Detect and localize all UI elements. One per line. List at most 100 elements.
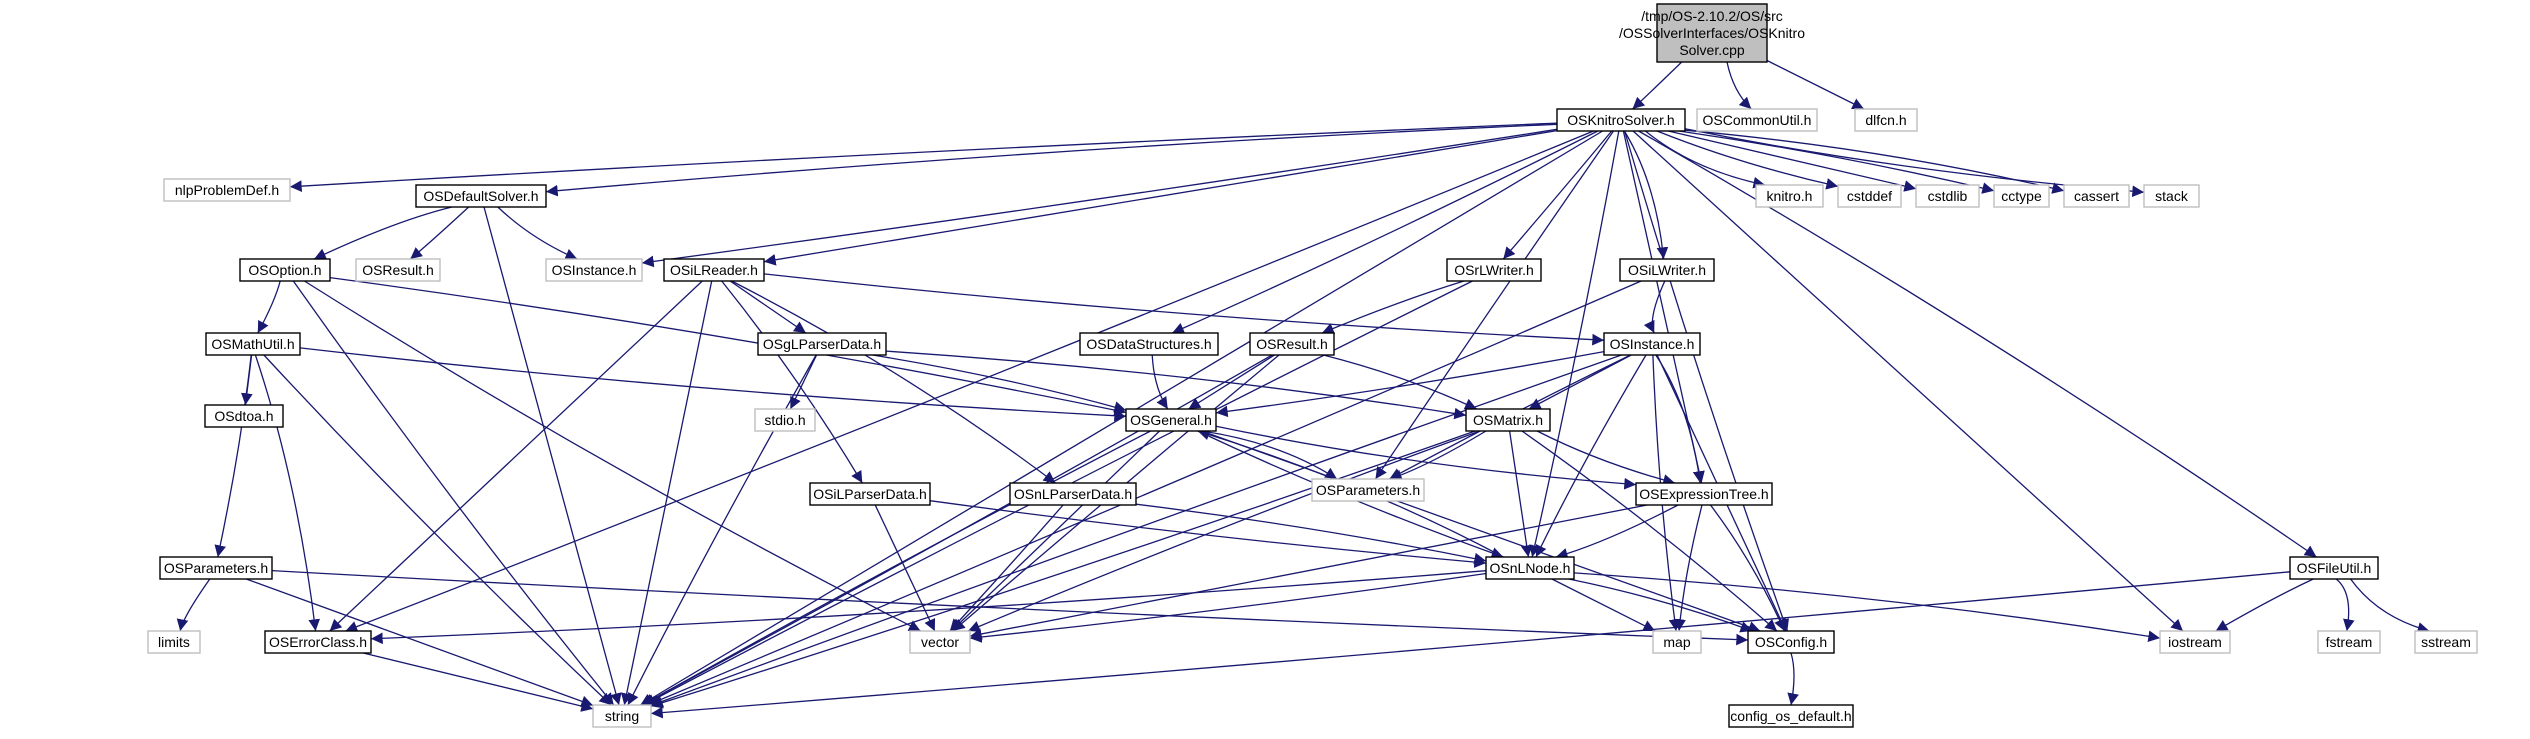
- node-box: [2143, 184, 2200, 208]
- node-iostream: iostream: [2159, 630, 2231, 654]
- node-osilwriter-h[interactable]: OSiLWriter.h: [1619, 258, 1715, 282]
- node-box: [545, 258, 643, 282]
- edge-osexpressiontree-h-to-osconfig-h: [1709, 504, 1786, 632]
- node-osinstance-h-ext: OSInstance.h: [545, 258, 643, 282]
- edge-osknitrosolver-h-to-osconfig-h: [1623, 130, 1789, 632]
- edge-line: [1668, 130, 1917, 192]
- edge-osilreader-h-to-osglparserdata-h: [729, 280, 807, 334]
- edge-osoption-h-to-osmathutil-h: [257, 280, 281, 334]
- node-osconfig-h[interactable]: OSConfig.h: [1747, 630, 1835, 654]
- node-box: [2317, 630, 2381, 654]
- edge-line: [627, 354, 817, 706]
- node-dlfcn-h: dlfcn.h: [1854, 108, 1918, 132]
- edge-line: [289, 122, 1558, 192]
- node-stdio-h: stdio.h: [754, 408, 816, 432]
- edge-line: [363, 652, 594, 712]
- node-osglparserdata-h[interactable]: OSgLParserData.h: [757, 332, 887, 356]
- node-label: sstream: [2421, 634, 2471, 650]
- edge-line: [409, 206, 470, 260]
- node-stack: stack: [2143, 184, 2200, 208]
- node-osinstance-h[interactable]: OSInstance.h: [1603, 332, 1701, 356]
- edge-line: [1643, 280, 1666, 334]
- node-osrlwriter-h[interactable]: OSrLWriter.h: [1446, 258, 1542, 282]
- node-osdefaultsolver-h[interactable]: OSDefaultSolver.h: [415, 184, 547, 208]
- edge-osglparserdata-h-to-string: [627, 354, 817, 706]
- node-osmathutil-h[interactable]: OSMathUtil.h: [205, 332, 301, 356]
- node-nlpproblemdef-h: nlpProblemDef.h: [163, 178, 291, 202]
- node-label: /OSSolverInterfaces/OSKnitro: [1619, 25, 1805, 41]
- edge-line: [1151, 354, 1169, 410]
- edge-osilparserdata-h-to-vector: [874, 504, 936, 632]
- node-osexpressiontree-h[interactable]: OSExpressionTree.h: [1635, 482, 1773, 506]
- node-osparameters-h-ext: OSParameters.h: [1311, 478, 1425, 502]
- edge-osdefaultsolver-h-to-osinstance-h-ext: [497, 206, 578, 260]
- node-label: OSInstance.h: [552, 262, 637, 278]
- node-osgeneral-h[interactable]: OSGeneral.h: [1125, 408, 1217, 432]
- node-osnlparserdata-h[interactable]: OSnLParserData.h: [1009, 482, 1137, 506]
- edge-osknitrosolver-h-to-cctype: [1678, 130, 1995, 194]
- node-box: [159, 556, 273, 580]
- node-osilreader-h[interactable]: OSiLReader.h: [663, 258, 765, 282]
- node-label: OSErrorClass.h: [269, 634, 367, 650]
- node-oserrorclass-h[interactable]: OSErrorClass.h: [264, 630, 372, 654]
- node-box: [1556, 108, 1686, 132]
- node-box: [1755, 184, 1824, 208]
- node-root[interactable]: /tmp/OS-2.10.2/OS/src/OSSolverInterfaces…: [1619, 3, 1805, 63]
- node-cctype: cctype: [1993, 184, 2050, 208]
- node-config-os-default-h[interactable]: config_os_default.h: [1728, 704, 1854, 728]
- edge-osglparserdata-h-to-osgeneral-h: [872, 354, 1127, 413]
- edge-line: [1674, 504, 1703, 632]
- node-label: iostream: [2168, 634, 2222, 650]
- edge-line: [641, 128, 1558, 268]
- edge-line: [1644, 130, 1766, 189]
- edge-osknitrosolver-h-to-nlpproblemdef-h: [289, 122, 1558, 192]
- node-osilparserdata-h[interactable]: OSiLParserData.h: [809, 482, 931, 506]
- edge-line: [1536, 430, 1676, 486]
- node-label: OSMathUtil.h: [211, 336, 294, 352]
- node-osknitrosolver-h[interactable]: OSKnitroSolver.h: [1556, 108, 1686, 132]
- node-label: OSgLParserData.h: [763, 336, 881, 352]
- edge-osilparserdata-h-to-osnlnode-h: [929, 500, 1487, 568]
- edge-osmathutil-h-to-osparameters-h: [214, 354, 252, 558]
- edge-line: [763, 129, 1558, 266]
- node-box: [1009, 482, 1137, 506]
- edge-line: [1171, 130, 1599, 334]
- node-box: [757, 332, 887, 356]
- node-osparameters-h[interactable]: OSParameters.h: [159, 556, 273, 580]
- edge-osnlnode-h-to-vector: [969, 572, 1487, 643]
- edge-osdefaultsolver-h-to-string: [483, 206, 622, 706]
- node-label: OSDataStructures.h: [1086, 336, 1211, 352]
- node-osmatrix-h[interactable]: OSMatrix.h: [1465, 408, 1551, 432]
- node-box: [239, 258, 331, 282]
- edge-osmatrix-h-to-osexpressiontree-h: [1536, 430, 1676, 486]
- edge-osknitrosolver-h-to-oserrorclass-h: [345, 130, 1594, 633]
- edge-line: [263, 354, 612, 706]
- edge-line: [729, 280, 807, 334]
- edge-line: [292, 280, 615, 706]
- node-osnlnode-h[interactable]: OSnLNode.h: [1485, 556, 1575, 580]
- node-label: cstddef: [1847, 188, 1892, 204]
- edge-osinstance-h-to-osgeneral-h: [1215, 350, 1605, 418]
- node-osdatastructures-h[interactable]: OSDataStructures.h: [1079, 332, 1219, 356]
- edge-line: [650, 354, 1622, 707]
- edge-osnlparserdata-h-to-osnlnode-h: [1135, 503, 1487, 565]
- edge-line: [1323, 354, 1477, 410]
- edge-osknitrosolver-h-to-osdatastructures-h: [1171, 130, 1599, 334]
- node-label: OSiLReader.h: [670, 262, 758, 278]
- node-box: [205, 332, 301, 356]
- edge-line: [1521, 430, 1778, 632]
- edge-osresult-h-doc-to-osmatrix-h: [1323, 354, 1477, 410]
- node-osdtoa-h[interactable]: OSdtoa.h: [204, 404, 284, 428]
- edge-oserrorclass-h-to-string: [363, 652, 594, 712]
- node-box: [909, 630, 971, 654]
- edge-line: [1508, 430, 1533, 558]
- edge-line: [497, 206, 578, 260]
- node-osoption-h[interactable]: OSOption.h: [239, 258, 331, 282]
- node-label: fstream: [2326, 634, 2373, 650]
- edge-line: [1632, 130, 2184, 632]
- node-osfileutil-h[interactable]: OSFileUtil.h: [2289, 556, 2379, 580]
- node-osresult-h-doc[interactable]: OSResult.h: [1249, 332, 1335, 356]
- edge-osmatrix-h-to-string: [650, 430, 1476, 709]
- node-label: OSKnitroSolver.h: [1567, 112, 1674, 128]
